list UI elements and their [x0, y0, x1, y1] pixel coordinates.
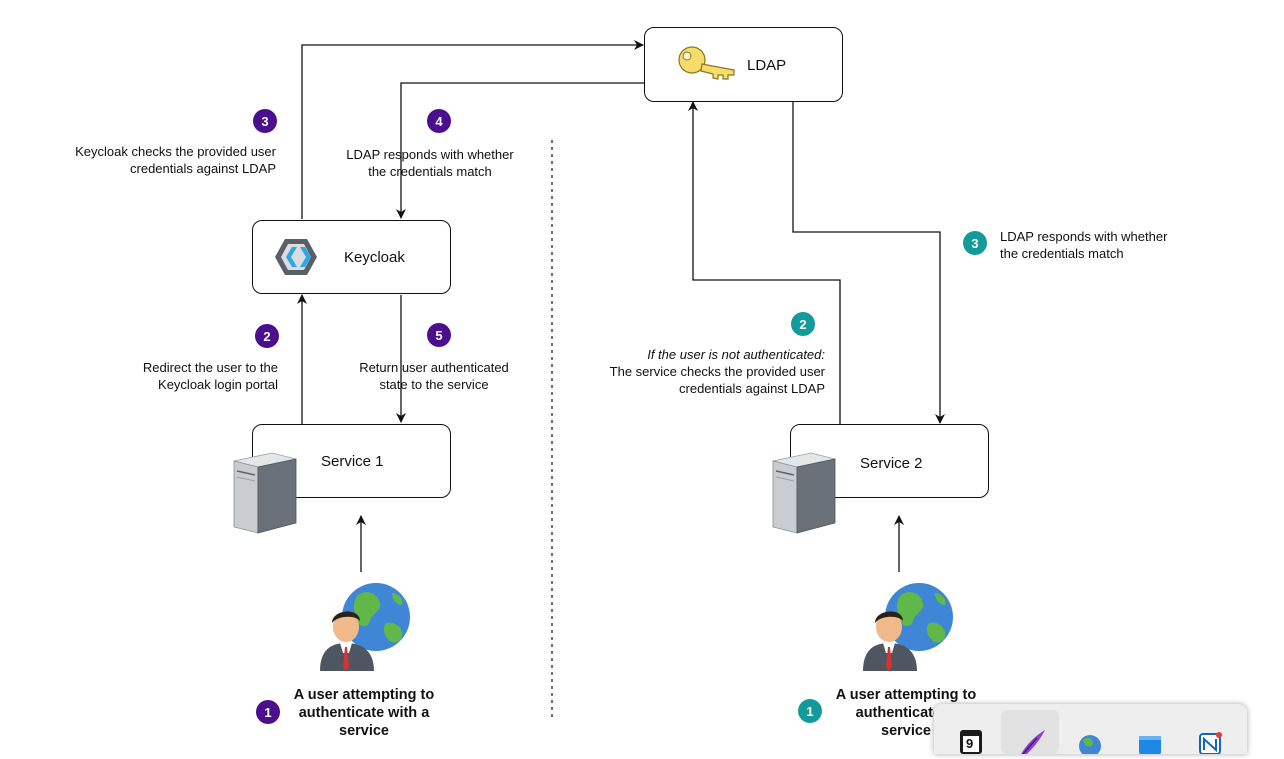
taskbar-item-app[interactable] — [1181, 710, 1239, 755]
service2-label: Service 2 — [860, 455, 923, 472]
step-note-5: Return user authenticated state to the s… — [359, 360, 509, 392]
keycloak-label: Keycloak — [344, 249, 405, 266]
server-icon — [772, 452, 836, 534]
globe-icon — [1079, 735, 1101, 757]
keycloak-logo-icon — [275, 239, 317, 275]
edge-keycloak-to-ldap — [301, 40, 644, 219]
user-caption-right: A user attempting to authenticate w serv… — [835, 687, 977, 739]
edge-service2-to-ldap — [688, 101, 841, 424]
taskbar-item-quill[interactable] — [1001, 710, 1059, 755]
step-note-3: Keycloak checks the provided user creden… — [75, 144, 276, 176]
service1-label: Service 1 — [321, 453, 384, 470]
right-step-note-2: If the user is not authenticated: The se… — [609, 347, 825, 396]
step-badge-1: 1 — [256, 700, 280, 724]
right-step-badge-3: 3 — [963, 231, 987, 255]
taskbar-item-window[interactable] — [1121, 710, 1179, 754]
ldap-label: LDAP — [747, 57, 787, 74]
right-step-note-3: LDAP responds with whether the credentia… — [1000, 229, 1168, 261]
window-icon — [1139, 736, 1161, 754]
step-badge-5: 5 — [427, 323, 451, 347]
edge-ldap-to-service2 — [792, 101, 945, 424]
user-caption-left: A user attempting to authenticate with a… — [293, 687, 435, 739]
step-badge-2: 2 — [255, 324, 279, 348]
key-icon — [678, 46, 735, 80]
step-note-4: LDAP responds with whether the credentia… — [346, 147, 514, 179]
taskbar-item-globe[interactable] — [1061, 710, 1119, 757]
taskbar-overlay: 9 — [934, 704, 1247, 757]
step-badge-4: 4 — [427, 109, 451, 133]
user-globe-icon — [863, 583, 953, 671]
server-icon — [233, 452, 297, 534]
ldap-node[interactable] — [644, 27, 843, 102]
step-note-2: Redirect the user to the Keycloak login … — [142, 360, 278, 392]
step-badge-3: 3 — [253, 109, 277, 133]
right-step-badge-2: 2 — [791, 312, 815, 336]
right-step-badge-1: 1 — [798, 699, 822, 723]
quill-icon — [1021, 730, 1045, 755]
edge-ldap-to-keycloak — [396, 82, 644, 219]
user-globe-icon — [320, 583, 410, 671]
app-icon — [1199, 732, 1222, 755]
taskbar-item-calendar[interactable]: 9 — [942, 710, 1000, 754]
